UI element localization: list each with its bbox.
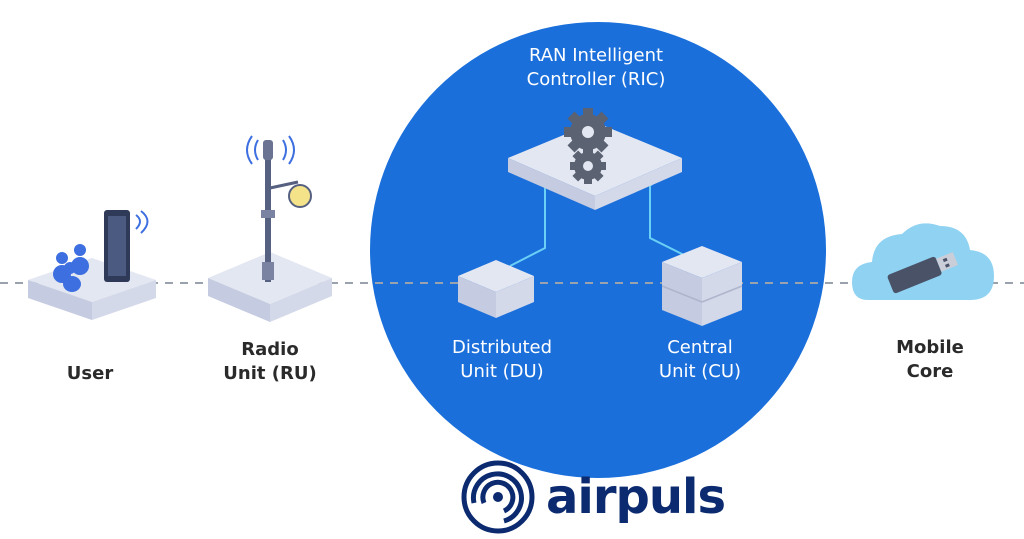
radio-unit-label: Radio Unit (RU)	[223, 339, 317, 384]
du-box-icon	[458, 260, 534, 318]
brand-logo: airpuls	[462, 462, 726, 532]
radio-tower-icon	[208, 135, 332, 322]
user-phone-platform-icon	[28, 210, 156, 320]
ric-label: RAN Intelligent Controller (RIC)	[526, 45, 666, 90]
airpuls-logo-icon	[461, 460, 535, 534]
ran-domain-circle	[370, 22, 826, 478]
gears-icon	[508, 108, 682, 210]
cu-server-icon	[661, 246, 743, 326]
central-unit-label: Central Unit (CU)	[658, 337, 742, 382]
distributed-unit-label: Distributed Unit (DU)	[451, 337, 553, 382]
user-label: User	[66, 363, 114, 384]
mobile-core-label: Mobile Core	[896, 337, 964, 382]
brand-name: airpuls	[546, 469, 726, 525]
cloud-usb-icon	[852, 223, 994, 300]
